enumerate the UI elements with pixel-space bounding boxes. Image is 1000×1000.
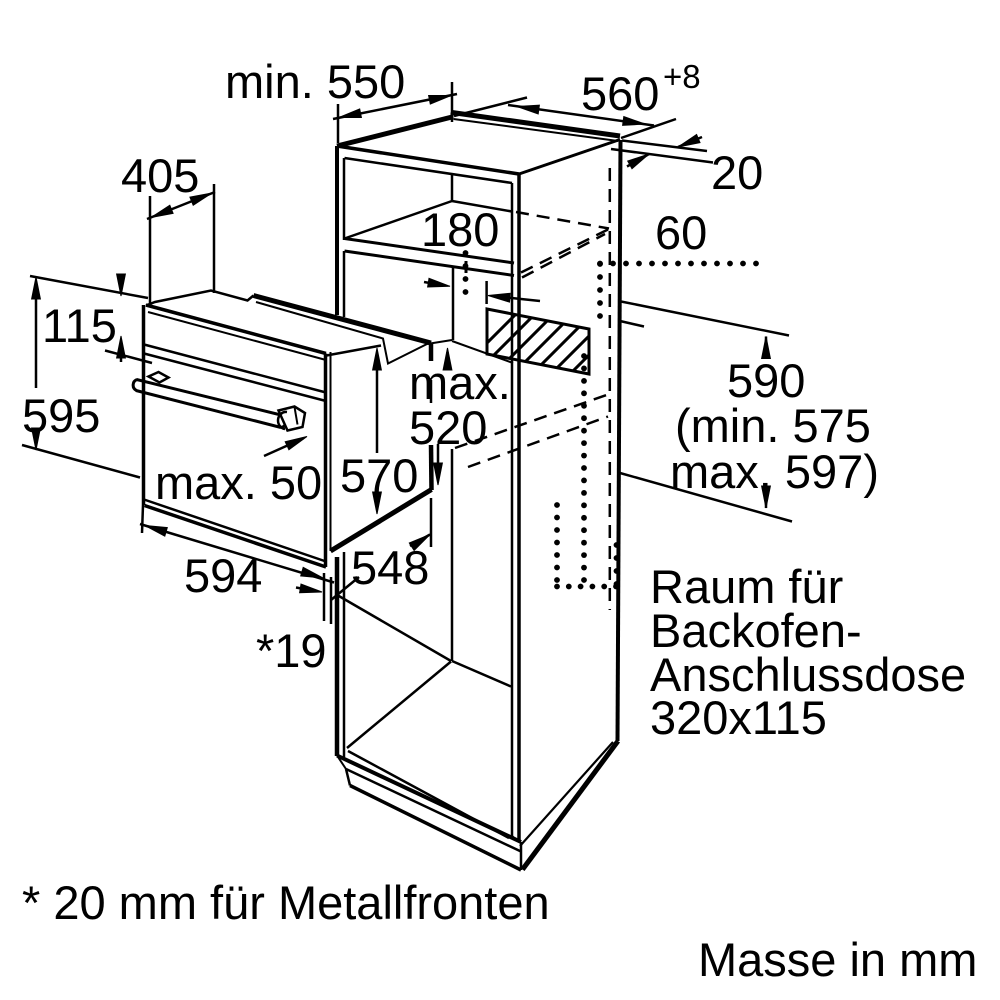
dim-label-595: 595 <box>22 389 100 442</box>
dim-label-180: 180 <box>421 203 499 256</box>
dim-label-20: 20 <box>711 146 763 199</box>
dim-label-594: 594 <box>184 549 262 602</box>
dim-label-590-min: (min. 575 <box>675 399 871 452</box>
dim-label-560: 560 <box>581 67 659 120</box>
dim-label-max520-2: 520 <box>409 401 487 454</box>
hidden-edges <box>454 168 612 610</box>
dimensions <box>21 82 793 624</box>
dim-label-19: *19 <box>256 624 327 677</box>
dim-label-115: 115 <box>42 299 117 352</box>
dim-label-60: 60 <box>655 206 707 259</box>
dim-label-590: 590 <box>727 354 805 407</box>
dim-label-590-max: max. 597) <box>670 445 879 498</box>
note-raum-4: 320x115 <box>650 691 827 744</box>
note-metal-fronts: * 20 mm für Metallfronten <box>22 876 550 929</box>
dim-label-max520-1: max. <box>409 356 511 409</box>
dim-label-max50: max. 50 <box>155 456 322 509</box>
dim-label-560-tol: +8 <box>663 58 701 95</box>
note-raum-1: Raum für <box>650 560 843 613</box>
dim-label-min550: min. 550 <box>225 55 405 108</box>
dim-label-548: 548 <box>351 541 429 594</box>
dotted-lines <box>462 250 759 590</box>
cabinet <box>334 110 623 872</box>
oven <box>131 289 434 569</box>
dim-label-405: 405 <box>121 149 199 202</box>
note-raum-3: Anschlussdose <box>650 648 966 701</box>
dim-label-570: 570 <box>340 449 418 502</box>
note-raum-2: Backofen- <box>650 604 862 657</box>
note-units: Masse in mm <box>698 933 977 986</box>
